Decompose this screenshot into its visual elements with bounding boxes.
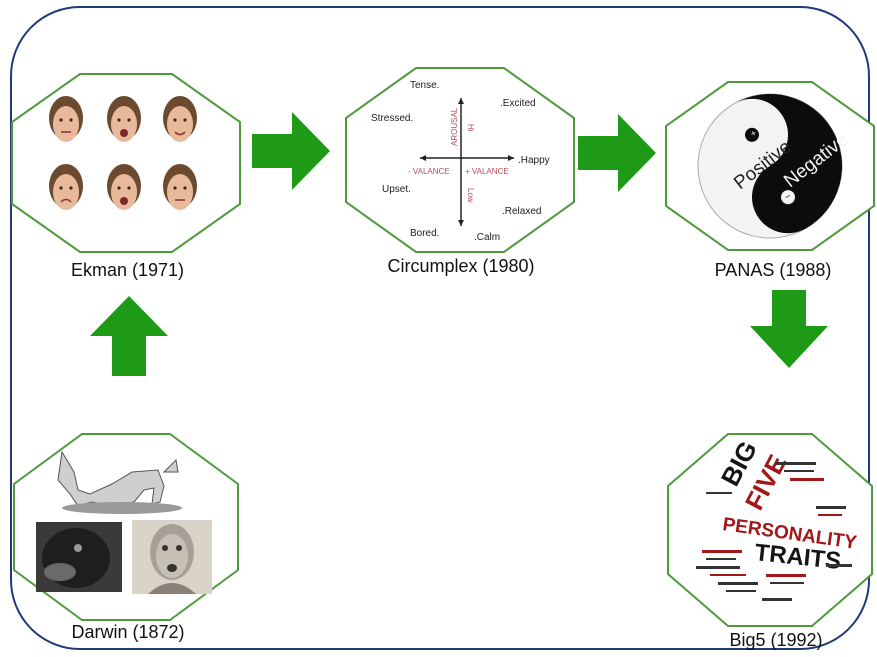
darwin-etchings <box>13 433 239 621</box>
big5-node: BIG FIVE PERSONALITY TRAITS <box>666 432 874 628</box>
ekman-face <box>49 96 83 142</box>
arrow-right-2 <box>578 114 656 192</box>
svg-text:+: + <box>749 128 759 139</box>
word-happy: .Happy <box>518 155 550 166</box>
ekman-face <box>49 164 83 210</box>
word-upset: Upset. <box>382 184 411 195</box>
big5-word-cloud: BIG FIVE PERSONALITY TRAITS <box>667 433 873 627</box>
panas-label: PANAS (1988) <box>714 260 832 280</box>
word-bored: Bored. <box>410 228 439 239</box>
arousal-label: AROUSAL <box>450 107 459 146</box>
ekman-face <box>163 96 197 142</box>
ekman-label: Ekman (1971) <box>70 260 185 280</box>
pos-valance: + VALANCE <box>465 167 509 176</box>
arrow-right-1 <box>252 112 330 190</box>
arrow-up <box>90 296 168 376</box>
big5-label: Big5 (1992) <box>729 630 823 650</box>
circumplex-node: Tense. .Excited Stressed. .Happy Upset. … <box>344 66 576 254</box>
ekman-face <box>107 96 141 142</box>
hi-label: Hi <box>466 124 475 132</box>
ekman-node <box>10 72 242 254</box>
ekman-faces <box>49 96 197 210</box>
circumplex-model: Tense. .Excited Stressed. .Happy Upset. … <box>345 67 575 253</box>
panas-yin-yang: + − Positive Negative <box>665 81 875 251</box>
word-calm: .Calm <box>474 232 500 243</box>
panas-node: + − Positive Negative <box>664 80 876 252</box>
svg-text:−: − <box>783 191 794 204</box>
word-excited: .Excited <box>500 98 536 109</box>
rounded-frame <box>10 6 870 650</box>
darwin-node <box>12 432 240 622</box>
word-stressed: Stressed. <box>371 113 413 124</box>
arrow-down <box>750 290 828 368</box>
word-tense: Tense. <box>410 80 439 91</box>
neg-valance: - VALANCE <box>408 167 450 176</box>
low-label: Low <box>466 188 475 203</box>
circumplex-label: Circumplex (1980) <box>387 256 535 276</box>
ekman-face <box>107 164 141 210</box>
ekman-face <box>163 164 197 210</box>
word-relaxed: .Relaxed <box>502 206 541 217</box>
darwin-label: Darwin (1872) <box>71 622 185 642</box>
